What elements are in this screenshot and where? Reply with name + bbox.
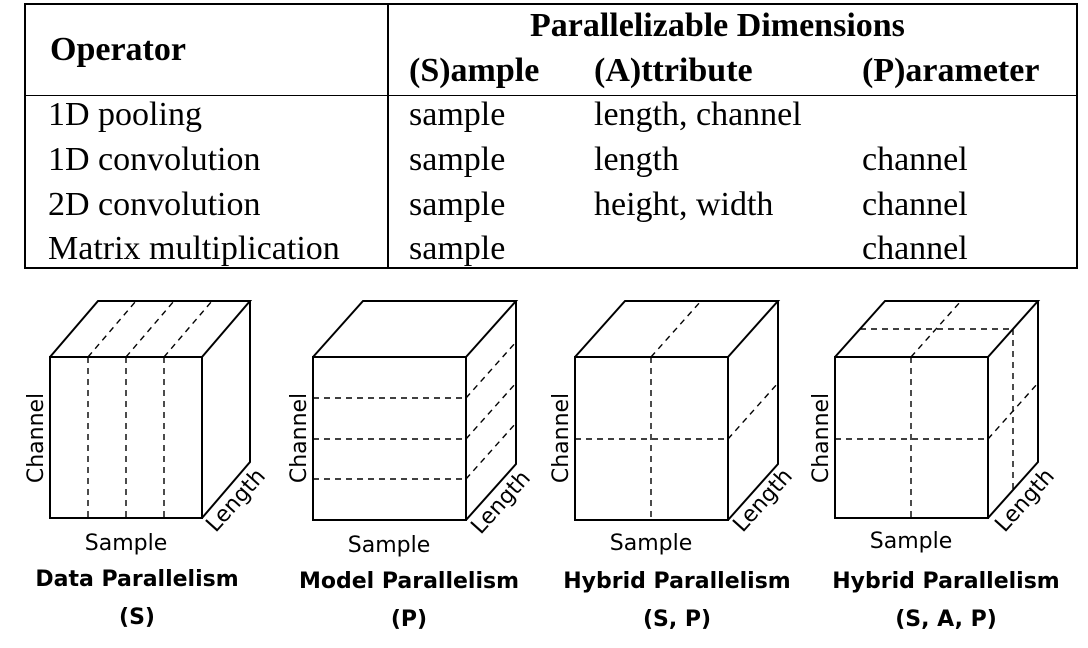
cube-3-title: Hybrid Parallelism — [563, 569, 791, 594]
header-operator: Operator — [50, 31, 186, 68]
cube-model-parallelism — [312, 300, 519, 521]
header-group: Parallelizable Dimensions — [530, 7, 905, 44]
cube-3-length-label: Length — [728, 464, 797, 537]
cube-data-parallelism — [49, 300, 253, 519]
row-3-parameter: channel — [862, 186, 968, 223]
cube-2-subtitle: (P) — [390, 607, 428, 632]
cube-hybrid-parallelism-sp — [574, 300, 781, 521]
row-3-attribute: height, width — [594, 186, 774, 223]
header-attribute: (A)ttribute — [594, 52, 753, 89]
row-3-sample: sample — [409, 186, 506, 223]
cube-3-top-face — [574, 300, 781, 358]
cube-2-channel-label: Channel — [287, 393, 312, 483]
row-1-sample: sample — [409, 96, 506, 133]
row-2-attribute: length — [594, 141, 679, 178]
row-2-sample: sample — [409, 141, 506, 178]
row-4-parameter: channel — [862, 230, 968, 267]
row-1-attribute: length, channel — [594, 96, 802, 133]
cube-1-title: Data Parallelism — [35, 567, 239, 592]
cube-4-sample-label: Sample — [870, 529, 953, 554]
parallelizable-dimensions-table: Operator Parallelizable Dimensions (S)am… — [24, 3, 1078, 269]
cube-1-top-face — [49, 300, 253, 358]
row-2-parameter: channel — [862, 141, 968, 178]
cube-3-subtitle: (S, P) — [642, 607, 712, 632]
cube-1-partition-lines — [87, 300, 213, 518]
cube-1-side-face — [201, 301, 251, 519]
cube-4-side-face — [987, 301, 1039, 519]
row-3-operator: 2D convolution — [48, 186, 261, 223]
header-sample: (S)ample — [409, 52, 540, 89]
cube-3-channel-label: Channel — [549, 393, 574, 483]
cube-hybrid-parallelism-sap — [834, 300, 1041, 519]
cube-4-subtitle: (S, A, P) — [895, 607, 997, 632]
row-4-operator: Matrix multiplication — [48, 230, 340, 267]
cube-2-partition-lines — [313, 341, 517, 480]
cube-3-side-face — [727, 301, 779, 521]
cube-1-length-label: Length — [201, 464, 270, 537]
cube-1-channel-label: Channel — [24, 393, 49, 483]
cube-1-subtitle: (S) — [119, 605, 155, 630]
cube-1-sample-label: Sample — [85, 531, 168, 556]
row-4-sample: sample — [409, 230, 506, 267]
cube-2-top-face — [312, 300, 519, 358]
cube-4-title: Hybrid Parallelism — [832, 569, 1060, 594]
cube-3-partition-lines — [575, 300, 779, 520]
cube-2-side-face — [465, 301, 517, 521]
cube-2-title: Model Parallelism — [298, 569, 520, 594]
table-column-divider — [387, 5, 389, 267]
cube-4-partition-lines — [835, 300, 1039, 518]
row-1-operator: 1D pooling — [48, 96, 202, 133]
cube-2-sample-label: Sample — [348, 533, 431, 558]
header-parameter: (P)arameter — [862, 52, 1040, 89]
cube-3-sample-label: Sample — [610, 531, 693, 556]
cube-2-length-label: Length — [466, 466, 535, 539]
cube-4-channel-label: Channel — [809, 393, 834, 483]
row-2-operator: 1D convolution — [48, 141, 261, 178]
table-header-divider — [26, 95, 1076, 96]
